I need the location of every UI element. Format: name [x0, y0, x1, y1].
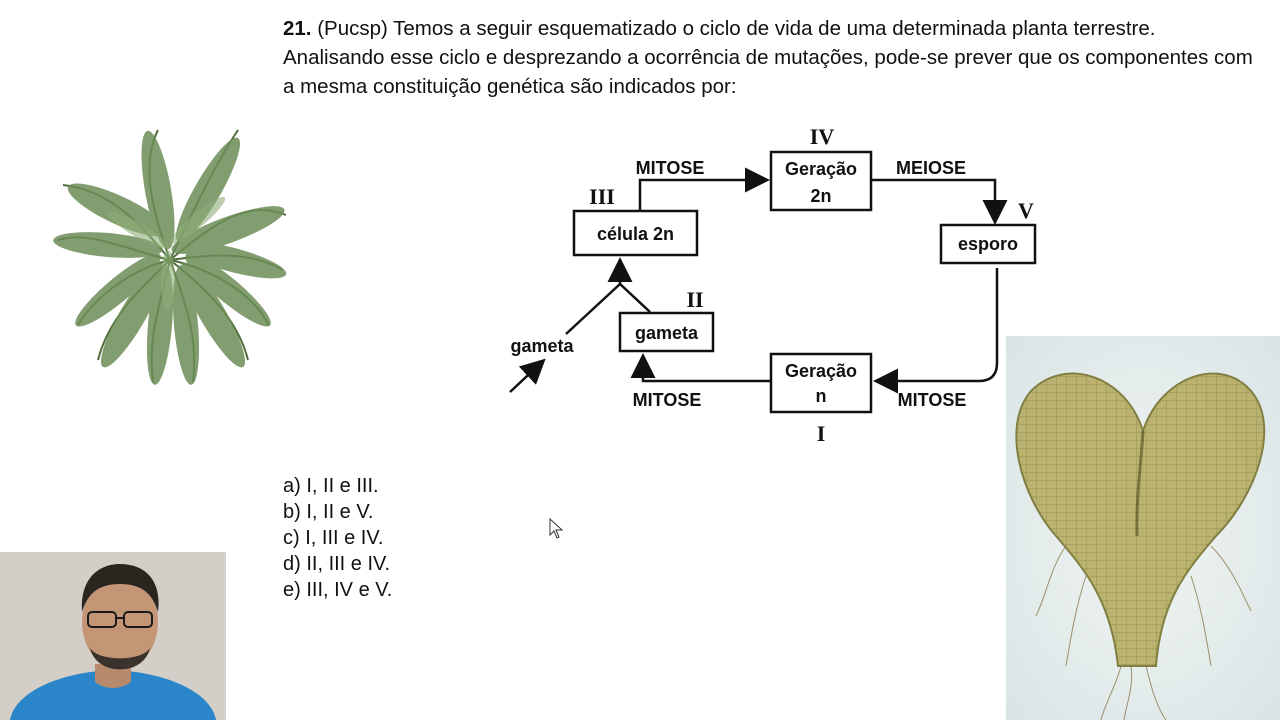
fern-image — [53, 129, 287, 385]
gameta-box — [618, 311, 715, 353]
question-text: 21. (Pucsp) Temos a seguir esquematizado… — [283, 14, 1258, 101]
roman-III: III — [589, 184, 615, 209]
geracao-n-label-1: Geração — [785, 361, 857, 381]
life-cycle-diagram: célula 2n Geração 2n esporo Geração n ga… — [509, 124, 1037, 446]
roman-V: V — [1018, 198, 1034, 223]
question-number: 21. — [283, 17, 312, 40]
fusion-line-left — [565, 283, 621, 335]
answer-options: a) I, II e III. b) I, II e V. c) I, III … — [283, 473, 392, 603]
webcam-presenter — [0, 552, 226, 720]
answer-option-e: e) III, IV e V. — [283, 579, 393, 601]
geracao-n-box — [769, 352, 873, 414]
roman-I: I — [817, 421, 826, 446]
geracao-2n-box — [769, 150, 873, 212]
label-mitose-bottom: MITOSE — [633, 390, 702, 410]
arrow-mitose-bottom — [630, 353, 771, 383]
label-mitose-right: MITOSE — [898, 390, 967, 410]
arrow-mitose-top — [638, 167, 770, 211]
label-gameta-free: gameta — [510, 336, 574, 356]
celula-2n-box — [572, 209, 699, 257]
label-meiose: MEIOSE — [896, 158, 966, 178]
esporo-box — [939, 223, 1037, 265]
geracao-n-label-2: n — [816, 386, 827, 406]
arrow-gameta-incoming — [509, 358, 546, 393]
answer-option-a: a) I, II e III. — [283, 475, 379, 497]
celula-2n-label: célula 2n — [597, 224, 674, 244]
label-mitose-top: MITOSE — [636, 158, 705, 178]
gameta-box-label: gameta — [635, 323, 699, 343]
roman-IV: IV — [810, 124, 835, 149]
geracao-2n-label-2: 2n — [810, 186, 831, 206]
arrow-mitose-right — [873, 268, 999, 394]
answer-option-c: c) I, III e IV. — [283, 527, 384, 549]
arrow-meiose — [871, 178, 1008, 225]
prothallus-micrograph — [1006, 336, 1280, 720]
answer-option-b: b) I, II e V. — [283, 501, 374, 523]
answer-option-d: d) II, III e IV. — [283, 553, 391, 575]
mouse-cursor-icon — [549, 518, 564, 539]
question-body: (Pucsp) Temos a seguir esquematizado o c… — [283, 17, 1253, 98]
fusion-line-right — [619, 283, 651, 313]
esporo-label: esporo — [958, 234, 1018, 254]
roman-II: II — [686, 287, 703, 312]
geracao-2n-label-1: Geração — [785, 159, 857, 179]
